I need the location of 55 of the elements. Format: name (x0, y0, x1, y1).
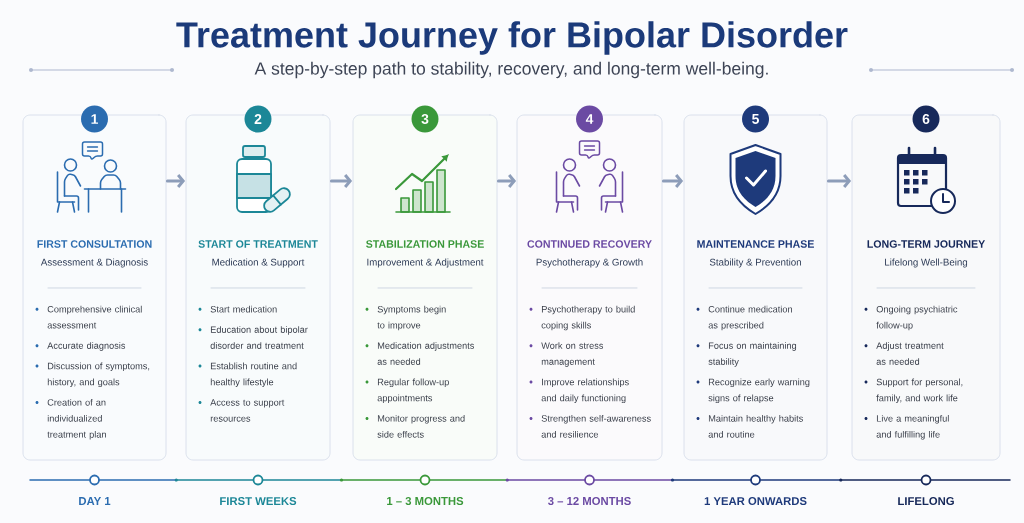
bullet-text: Monitor progress and side effects (377, 414, 465, 438)
number-badge: 5 (742, 105, 769, 133)
title: Treatment Journey for Bipolar Disorder (176, 21, 848, 55)
bullet-text: Education about bipolar disorder and treatment (210, 326, 308, 349)
step-heading: START OF TREATMENT (198, 240, 318, 248)
step-subheading: Improvement & Adjustment (367, 258, 484, 268)
timeline-label: DAY 1 (79, 497, 111, 505)
timeline-label: FIRST WEEKS (220, 497, 297, 505)
bullet-text: Continue medication as prescribed (708, 305, 792, 331)
step-subheading: Lifelong Well-Being (885, 258, 968, 268)
bullet-text: Recognize early warning signs of relapse (708, 378, 810, 404)
bullet-text: Start medication (210, 305, 277, 313)
bullet-text: Regular follow-up appointments (377, 378, 449, 404)
step-subheading: Medication & Support (212, 258, 305, 268)
step-heading: LONG-TERM JOURNEY (867, 240, 985, 248)
step-heading: MAINTENANCE PHASE (697, 240, 814, 248)
bullet-text: Strengthen self-awareness and resilience (541, 414, 651, 438)
bullet-text: Maintain healthy habits and routine (708, 414, 803, 438)
number-badge: 1 (81, 105, 108, 133)
bullet-text: Establish routine and healthy lifestyle (210, 362, 297, 388)
arrow (826, 174, 852, 188)
bullet-text: Live a meaningful and fulfilling life (876, 414, 949, 440)
bullet-text: Adjust treatment as needed (876, 342, 944, 365)
number-badge: 3 (411, 105, 439, 133)
bullet-text: Creation of an individualized treatment plan (47, 398, 106, 440)
bullet-text: Accurate diagnosis (47, 342, 126, 351)
timeline-label: 3 – 12 MONTHS (548, 497, 631, 505)
step-heading: FIRST CONSULTATION (37, 240, 152, 248)
arrow (496, 174, 517, 188)
number-badge: 4 (576, 105, 603, 133)
bullet-text: Medication adjustments as needed (377, 342, 474, 365)
timeline-label: 1 YEAR ONWARDS (704, 497, 807, 505)
step-heading: CONTINUED RECOVERY (527, 240, 652, 248)
step-heading: STABILIZATION PHASE (366, 240, 484, 248)
arrow (165, 174, 186, 188)
step-subheading: Psychotherapy & Growth (536, 258, 643, 268)
timeline-label: LIFELONG (898, 497, 954, 505)
subtitle: A step-by-step path to stability, recovery, and long-term well-being. (254, 61, 768, 79)
bullet-text: Work on stress management (541, 342, 604, 367)
bullet-text: Focus on maintaining stability (708, 342, 797, 367)
timeline-label: 1 – 3 MONTHS (387, 497, 464, 505)
bullet-text: Discussion of symptoms, history, and goals (47, 362, 150, 388)
bullet-text: Access to support resources (210, 399, 285, 422)
bullet-text: Support for personal, family, and work life (876, 378, 963, 404)
step-subheading: Stability & Prevention (709, 258, 801, 268)
arrow (661, 174, 684, 188)
bullet-text: Ongoing psychiatric follow-up (876, 305, 958, 331)
step-subheading: Assessment & Diagnosis (40, 258, 148, 268)
arrow (329, 174, 353, 188)
number-badge: 6 (912, 105, 940, 133)
bullet-text: Improve relationships and daily functioning (541, 378, 629, 404)
bullet-text: Comprehensive clinical assessment (47, 305, 142, 329)
bullet-text: Symptoms begin to improve (377, 305, 446, 331)
bullet-text: Psychotherapy to build coping skills (541, 305, 635, 331)
number-badge: 2 (244, 105, 272, 133)
